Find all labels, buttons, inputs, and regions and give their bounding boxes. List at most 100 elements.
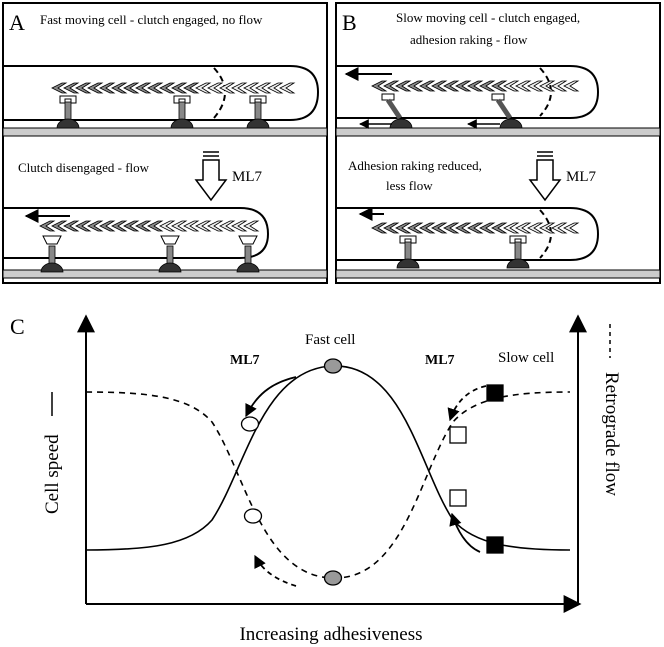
adhesion-complex <box>40 235 64 273</box>
actin-subunit <box>219 220 236 232</box>
actin-filament <box>39 220 260 232</box>
actin-filament <box>51 82 296 94</box>
adhesion-base <box>170 118 194 129</box>
slow-cell-ml7-speed-marker <box>449 489 467 507</box>
actin-subunit <box>515 222 532 234</box>
actin-subunit <box>207 220 224 232</box>
clutch-head <box>59 95 77 104</box>
actin-subunit <box>75 82 92 94</box>
adhesion-base <box>40 262 64 273</box>
actin-subunit <box>39 220 56 232</box>
actin-subunit <box>371 222 388 234</box>
actin-subunit <box>171 220 188 232</box>
adhesion-complex <box>170 95 194 129</box>
panel-a-top-caption: Fast moving cell - clutch engaged, no fl… <box>40 12 263 27</box>
ml7-arrow <box>194 151 228 202</box>
adhesion-base <box>236 262 260 273</box>
actin-subunit <box>243 82 260 94</box>
ml7-fast-flow-arrow <box>254 554 297 587</box>
panel-c-letter: C <box>10 314 25 339</box>
actin-subunit <box>563 80 580 92</box>
panel-a: A Fast moving cell - clutch engaged, no … <box>2 2 328 284</box>
actin-subunit <box>183 220 200 232</box>
adhesion-base <box>246 118 270 129</box>
actin-subunit <box>455 222 472 234</box>
actin-subunit <box>563 222 580 234</box>
left-axis-label: Cell speed <box>42 434 63 514</box>
panel-a-letter: A <box>9 10 25 35</box>
actin-subunit <box>551 80 568 92</box>
actin-subunit <box>99 82 116 94</box>
ml7-slow-flow-arrow <box>447 385 487 422</box>
clutch-head <box>249 95 267 104</box>
actin-subunit <box>51 82 68 94</box>
actin-subunit <box>419 80 436 92</box>
ml7-left-label: ML7 <box>230 353 260 368</box>
actin-subunit <box>467 80 484 92</box>
fast-cell-label: Fast cell <box>305 332 355 348</box>
x-axis-label: Increasing adhesiveness <box>239 624 422 645</box>
actin-subunit <box>455 80 472 92</box>
actin-subunit <box>111 220 128 232</box>
panel-a-bottom-caption: Clutch disengaged - flow <box>18 160 150 175</box>
actin-subunit <box>231 220 248 232</box>
actin-subunit <box>515 80 532 92</box>
panel-b: B Slow moving cell - clutch engaged, adh… <box>335 2 661 284</box>
panel-b-top-caption-1: Slow moving cell - clutch engaged, <box>396 10 580 25</box>
actin-subunit <box>243 220 260 232</box>
lamella-boundary <box>539 67 552 117</box>
actin-subunit <box>75 220 92 232</box>
panel-a-drug-label: ML7 <box>232 169 263 185</box>
cell-membrane <box>3 65 320 121</box>
actin-subunit <box>159 82 176 94</box>
actin-subunit <box>395 222 412 234</box>
actin-subunit <box>395 80 412 92</box>
substrate <box>335 127 661 137</box>
actin-subunit <box>63 82 80 94</box>
actin-subunit <box>383 80 400 92</box>
actin-subunit <box>99 220 116 232</box>
slow-cell-label: Slow cell <box>498 350 554 366</box>
ml7-fast-speed-arrow <box>245 376 297 418</box>
actin-subunit <box>51 220 68 232</box>
actin-subunit <box>443 222 460 234</box>
actin-subunit <box>111 82 128 94</box>
actin-subunit <box>503 222 520 234</box>
panel-b-top-caption-2: adhesion raking - flow <box>410 32 528 47</box>
adhesion-complex <box>158 235 182 273</box>
clutch-head <box>399 235 417 244</box>
clutch-head <box>173 95 191 104</box>
panel-b-bottom-cell <box>335 207 661 279</box>
actin-subunit <box>431 222 448 234</box>
actin-subunit <box>195 220 212 232</box>
actin-subunit <box>231 82 248 94</box>
actin-subunit <box>123 220 140 232</box>
actin-subunit <box>123 82 140 94</box>
actin-subunit <box>207 82 224 94</box>
panel-a-top-cell <box>2 65 328 137</box>
panel-b-top-cell <box>335 65 661 137</box>
slow-cell-speed-marker <box>486 536 504 554</box>
actin-subunit <box>279 82 296 94</box>
clutch-head <box>381 93 395 101</box>
fast-cell-ml7-speed-marker <box>240 416 260 432</box>
panel-b-frame <box>335 2 661 284</box>
actin-subunit <box>503 80 520 92</box>
panel-b-bottom-caption-1: Adhesion raking reduced, <box>348 158 482 173</box>
actin-subunit <box>63 220 80 232</box>
clutch-head <box>238 235 258 245</box>
actin-subunit <box>383 222 400 234</box>
panel-c: C Increasing adhesiveness Cell speed Ret… <box>10 314 622 645</box>
actin-subunit <box>479 222 496 234</box>
actin-subunit <box>135 82 152 94</box>
actin-subunit <box>479 80 496 92</box>
adhesion-complex <box>396 235 420 269</box>
actin-subunit <box>219 82 236 94</box>
actin-subunit <box>183 82 200 94</box>
actin-subunit <box>171 82 188 94</box>
adhesion-base <box>56 118 80 129</box>
panel-a-bottom-cell <box>2 207 328 279</box>
actin-subunit <box>491 80 508 92</box>
ml7-right-label: ML7 <box>425 353 455 368</box>
adhesion-complex <box>56 95 80 129</box>
